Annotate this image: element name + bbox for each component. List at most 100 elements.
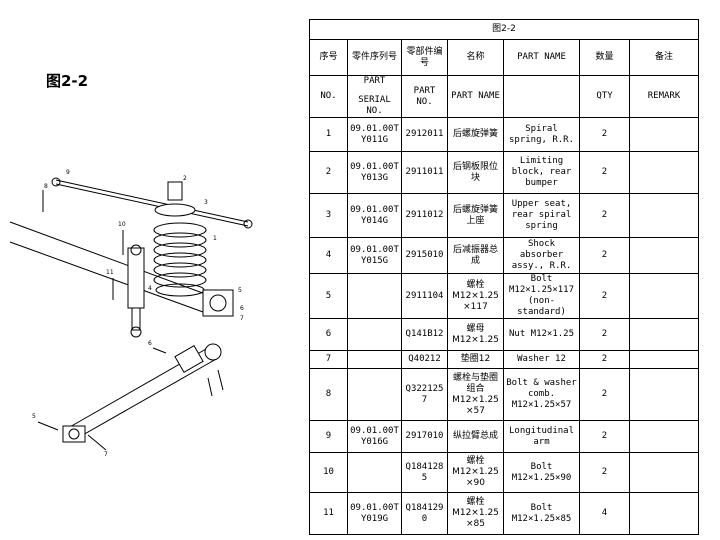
- cell-part-no: 2911012: [401, 193, 448, 238]
- header-serial-bottom: SERIAL NO.: [358, 95, 391, 116]
- cell-part-name: Nut M12×1.25: [503, 318, 580, 351]
- rear-suspension-exploded-drawing: 8 9 2 3 1 10 11 4 5 6 7 6 5 7: [9, 169, 253, 458]
- svg-text:3: 3: [204, 199, 208, 206]
- cell-serial: 09.01.00T Y011G: [347, 117, 402, 152]
- cell-part-name: Washer 12: [503, 350, 580, 369]
- cell-qty: 2: [579, 318, 630, 351]
- cell-part-no: Q184129 0: [401, 492, 448, 535]
- svg-text:9: 9: [66, 169, 70, 176]
- header-qty-cn: 数量: [579, 39, 630, 76]
- cell-serial: [347, 318, 402, 351]
- cell-serial: 09.01.00T Y013G: [347, 151, 402, 194]
- cell-no: 2: [309, 151, 348, 194]
- cell-name-cn: 后螺旋弹簧: [447, 117, 504, 152]
- cell-part-no: 2911011: [401, 151, 448, 194]
- cell-part-name: Longitudinal arm: [503, 420, 580, 453]
- cell-name-cn: 螺母 M12×1.25: [447, 318, 504, 351]
- cell-no: 9: [309, 420, 348, 453]
- header-remark-en: REMARK: [628, 75, 700, 118]
- cell-remark: [628, 350, 700, 369]
- svg-text:5: 5: [32, 413, 36, 420]
- cell-remark: [628, 368, 700, 421]
- cell-name-cn: 螺栓与垫圈组合 M12×1.25 ×57: [447, 368, 504, 421]
- cell-name-cn: 垫圈12: [447, 350, 504, 369]
- header-name-cn: 名称: [447, 39, 504, 76]
- svg-text:11: 11: [106, 269, 114, 276]
- cell-part-no: 2915010: [401, 237, 448, 274]
- cell-serial: 09.01.00T Y014G: [347, 193, 402, 238]
- cell-part-name: Bolt M12×1.25×90: [503, 452, 580, 493]
- cell-name-cn: 螺栓 M12×1.25 ×85: [447, 492, 504, 535]
- cell-remark: [628, 117, 700, 152]
- cell-no: 8: [309, 368, 348, 421]
- cell-part-no: 2912011: [401, 117, 448, 152]
- cell-no: 10: [309, 452, 348, 493]
- cell-qty: 2: [579, 420, 630, 453]
- header-no-cn: 序号: [309, 39, 348, 76]
- cell-qty: 2: [579, 273, 630, 319]
- cell-name-cn: 后减振器总成: [447, 237, 504, 274]
- svg-text:6: 6: [148, 340, 152, 347]
- cell-part-name: Bolt & washer comb. M12×1.25×57: [503, 368, 580, 421]
- parts-table: 图2-2 序号 零件序列号 零部件编号 名称 PART NAME 数量 备注 N…: [308, 19, 700, 535]
- cell-name-cn: 螺栓 M12×1.25 ×117: [447, 273, 504, 319]
- svg-text:2: 2: [183, 175, 187, 182]
- header-serial-cn: 零件序列号: [347, 39, 402, 76]
- cell-name-cn: 后钢板限位块: [447, 151, 504, 194]
- cell-no: 5: [309, 273, 348, 319]
- cell-part-no: Q141B12: [401, 318, 448, 351]
- table-title: 图2-2: [308, 19, 700, 40]
- cell-remark: [628, 193, 700, 238]
- header-part-no-cn: 零部件编号: [401, 39, 448, 76]
- header-part-name: PART NAME: [503, 39, 580, 76]
- cell-serial: 09.01.00T Y016G: [347, 420, 402, 453]
- cell-serial: [347, 350, 402, 369]
- cell-remark: [628, 452, 700, 493]
- cell-part-no: 2911104: [401, 273, 448, 319]
- svg-text:10: 10: [118, 221, 126, 228]
- svg-text:4: 4: [148, 285, 152, 292]
- cell-qty: 2: [579, 368, 630, 421]
- cell-part-no: Q40212: [401, 350, 448, 369]
- figure-label: 图2-2: [46, 72, 89, 90]
- header-remark-cn: 备注: [628, 39, 700, 76]
- cell-remark: [628, 237, 700, 274]
- header-serial-en: PART SERIAL NO.: [347, 75, 402, 118]
- cell-part-name: Upper seat, rear spiral spring: [503, 193, 580, 238]
- svg-text:7: 7: [104, 451, 108, 458]
- header-no-en: NO.: [309, 75, 348, 118]
- cell-name-cn: 螺栓 M12×1.25 ×90: [447, 452, 504, 493]
- cell-qty: 2: [579, 350, 630, 369]
- cell-no: 6: [309, 318, 348, 351]
- svg-text:6: 6: [240, 305, 244, 312]
- cell-serial: [347, 368, 402, 421]
- cell-serial: [347, 273, 402, 319]
- cell-remark: [628, 151, 700, 194]
- cell-remark: [628, 318, 700, 351]
- cell-part-name: Limiting block, rear bumper: [503, 151, 580, 194]
- cell-name-cn: 纵拉臂总成: [447, 420, 504, 453]
- cell-qty: 2: [579, 237, 630, 274]
- header-name-en: PART NAME: [447, 75, 504, 118]
- svg-text:8: 8: [44, 183, 48, 190]
- cell-part-no: Q322125 7: [401, 368, 448, 421]
- cell-part-no: Q184128 5: [401, 452, 448, 493]
- cell-no: 7: [309, 350, 348, 369]
- cell-part-name: Spiral spring, R.R.: [503, 117, 580, 152]
- cell-qty: 2: [579, 193, 630, 238]
- cell-serial: [347, 452, 402, 493]
- cell-no: 4: [309, 237, 348, 274]
- header-part-no-en: PART NO.: [401, 75, 448, 118]
- cell-remark: [628, 273, 700, 319]
- cell-part-name: Bolt M12×1.25×117 (non-standard): [503, 273, 580, 319]
- cell-qty: 4: [579, 492, 630, 535]
- cell-name-cn: 后螺旋弹簧上座: [447, 193, 504, 238]
- cell-qty: 2: [579, 117, 630, 152]
